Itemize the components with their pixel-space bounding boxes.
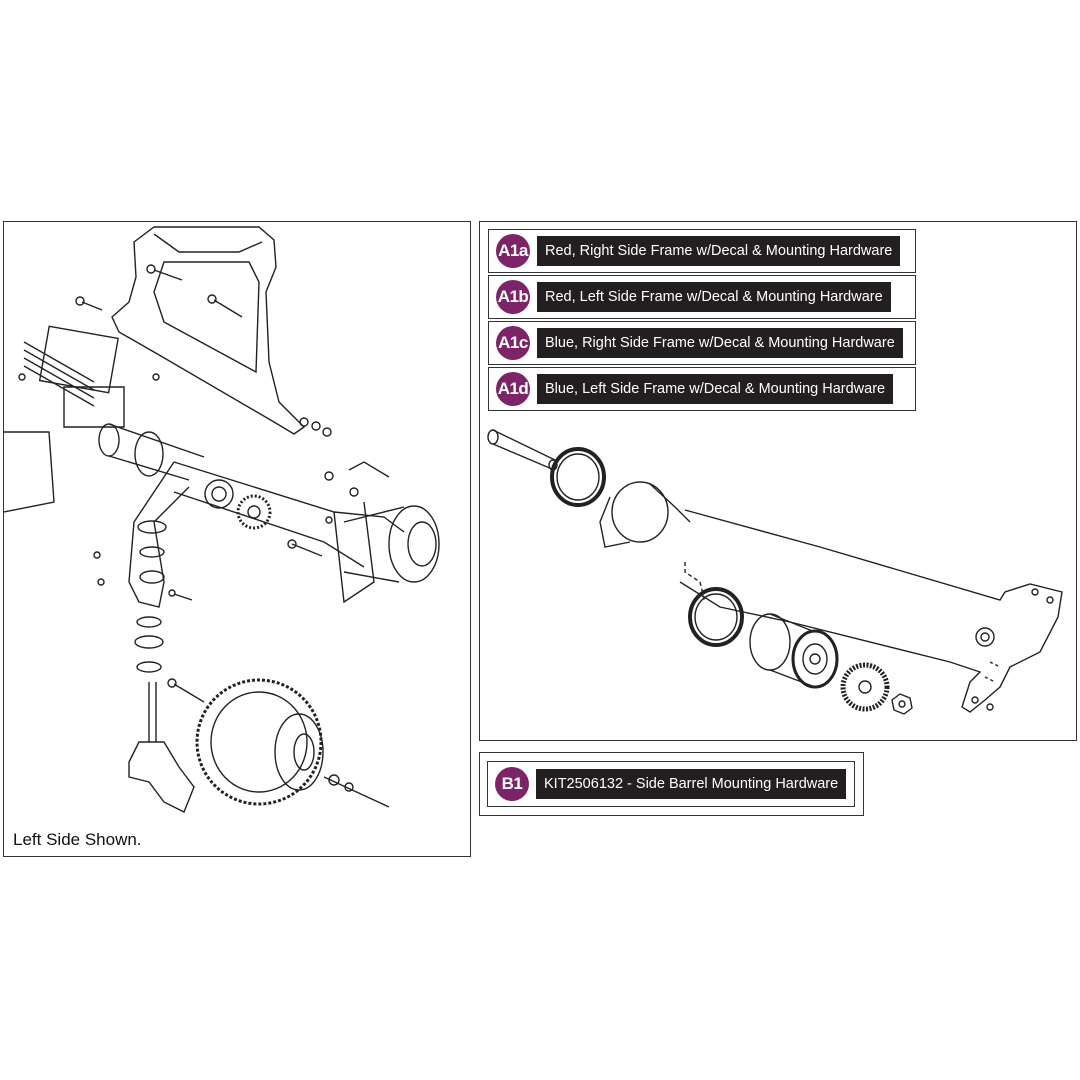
badge-a1b: A1b [496,280,530,314]
hex-nut [892,694,912,714]
badge-b1: B1 [495,767,529,801]
right-diagram-panel: A1a Red, Right Side Frame w/Decal & Moun… [479,221,1077,741]
o-ring-upper [552,449,604,505]
seat-frame [112,227,304,434]
badge-a1c: A1c [496,326,530,360]
o-ring-lower [690,589,742,645]
small-screws [94,462,389,600]
caster-wheel [168,679,389,807]
caster-stack [129,617,194,812]
label-a1c: A1c Blue, Right Side Frame w/Decal & Mou… [488,321,916,365]
rear-hub [334,502,439,602]
label-text-a1c: Blue, Right Side Frame w/Decal & Mountin… [537,328,903,358]
star-washer [843,665,887,709]
label-text-b1: KIT2506132 - Side Barrel Mounting Hardwa… [536,769,847,799]
left-side-caption: Left Side Shown. [13,830,142,849]
label-text-a1b: Red, Left Side Frame w/Decal & Mounting … [537,282,891,312]
bearing-spiked [238,496,270,528]
seat-frame-inner [154,262,259,372]
bearing [205,480,233,508]
barrel-exploded-drawing [480,222,1076,740]
label-a1a: A1a Red, Right Side Frame w/Decal & Moun… [488,229,916,273]
left-exploded-drawing [4,222,470,856]
barrel-sleeve [600,482,690,547]
badge-a1d: A1d [496,372,530,406]
seat-frame-ridge [154,234,262,252]
axle-pin [488,430,557,470]
badge-a1a: A1a [496,234,530,268]
side-frame-arm [680,510,1062,712]
label-a1d: A1d Blue, Left Side Frame w/Decal & Moun… [488,367,916,411]
label-a1b: A1b Red, Left Side Frame w/Decal & Mount… [488,275,916,319]
label-text-a1d: Blue, Left Side Frame w/Decal & Mounting… [537,374,894,404]
left-diagram-panel: Left Side Shown. [3,221,471,857]
caster-arm [129,462,189,607]
b1-panel: B1 KIT2506132 - Side Barrel Mounting Har… [479,752,864,816]
motor-gearbox [4,326,124,512]
label-b1: B1 KIT2506132 - Side Barrel Mounting Har… [487,761,855,807]
side-barrel-tube [99,424,404,567]
bearing-cylinder [750,614,837,687]
label-text-a1a: Red, Right Side Frame w/Decal & Mounting… [537,236,901,266]
frame-bolts [19,265,331,436]
